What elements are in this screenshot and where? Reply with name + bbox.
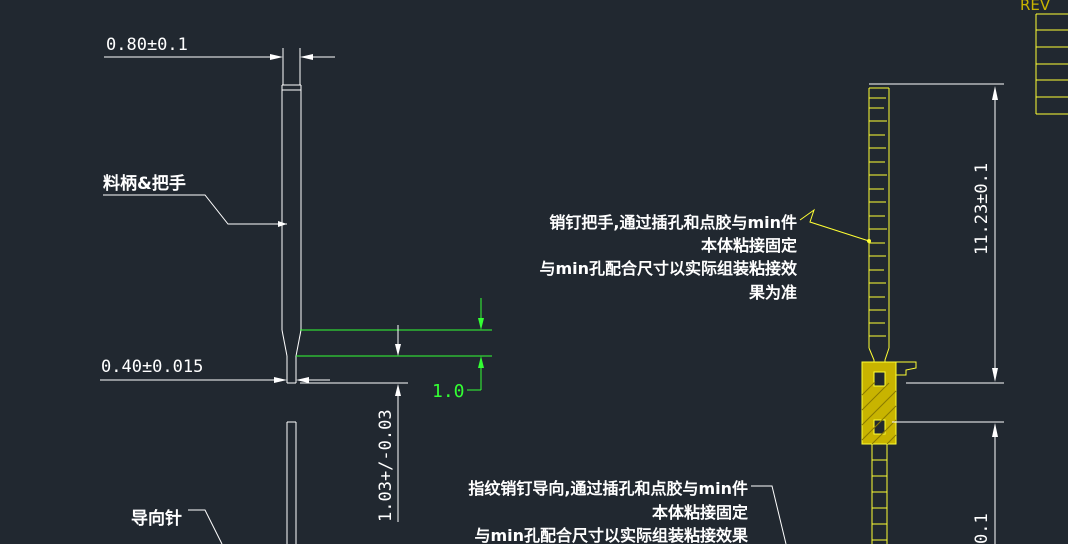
pin-handle-note-line-2: 本体粘接固定 (701, 236, 797, 255)
knurled-pin-note-line-1: 指纹销钉导向,通过插孔和点胶与min件 (468, 479, 748, 498)
guide-pin-label: 导向针 (131, 508, 182, 529)
dim-pin-length: 11.23±0.1 (889, 83, 1004, 384)
knurled-pin (861, 83, 917, 544)
pin-handle-note-line-1: 销钉把手,通过插孔和点胶与min件 (549, 213, 797, 232)
dim-lower-partial-text: 0.1 (972, 513, 992, 544)
dim-guide-offset: 1.03+/-0.03 (300, 325, 408, 522)
dim-guide-offset-text: 1.03+/-0.03 (376, 409, 396, 522)
guide-pin-leader: 导向针 (131, 508, 223, 544)
pin-handle-note-line-4: 果为准 (748, 283, 797, 302)
dim-pin-length-text: 11.23±0.1 (972, 163, 992, 255)
knurled-pin-note-line-2: 本体粘接固定 (652, 503, 748, 522)
dim-pin-width: 0.40±0.015 (100, 357, 330, 383)
dim-handle-width-text: 0.80±0.1 (106, 35, 188, 55)
handle-leader: 料柄&把手 (103, 173, 287, 227)
knurled-pin-note-line-3: 与min孔配合尺寸以实际组装粘接效果 (474, 526, 748, 544)
handle-pin-outline (281, 48, 302, 544)
dim-step-length-text: 1.0 (432, 381, 465, 402)
knurled-pin-note: 指纹销钉导向,通过插孔和点胶与min件 本体粘接固定 与min孔配合尺寸以实际组… (468, 479, 787, 544)
pin-handle-note-line-3: 与min孔配合尺寸以实际组装粘接效 (539, 259, 797, 278)
dim-lower-partial: 0.1 (892, 421, 1004, 544)
dim-handle-width: 0.80±0.1 (104, 35, 335, 60)
dim-step-length: 1.0 (296, 298, 492, 402)
title-block: REV (1020, 0, 1068, 115)
pin-handle-note: 销钉把手,通过插孔和点胶与min件 本体粘接固定 与min孔配合尺寸以实际组装粘… (539, 208, 871, 302)
dim-pin-width-text: 0.40±0.015 (101, 357, 203, 377)
rev-label: REV (1020, 0, 1051, 14)
handle-label: 料柄&把手 (103, 173, 186, 194)
